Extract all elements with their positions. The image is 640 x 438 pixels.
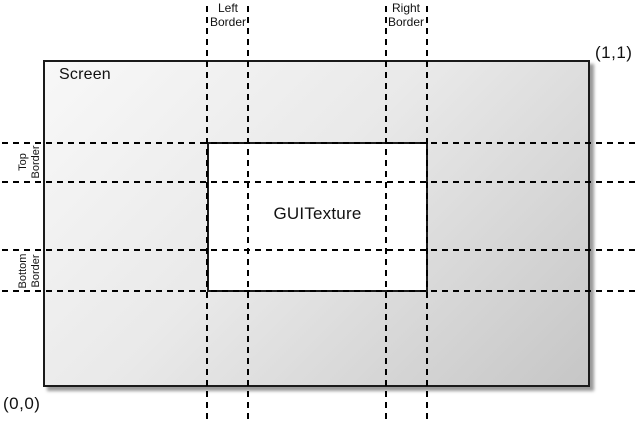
- topright-coordinate-label: (1,1): [595, 43, 633, 62]
- screen-label: Screen: [59, 66, 111, 83]
- bottom-border-line-outer: [2, 290, 638, 292]
- left-border-label-line1: Left: [217, 1, 238, 15]
- right-border-label: Right Border: [366, 1, 446, 29]
- top-border-label-line1: Top: [17, 153, 29, 171]
- origin-coordinate-label: (0,0): [3, 394, 41, 413]
- left-border-label: Left Border: [188, 1, 268, 29]
- left-border-line-inner: [247, 6, 249, 423]
- bottom-border-label: Bottom Border: [17, 248, 43, 294]
- top-border-label: Top Border: [17, 140, 43, 184]
- guitexture-label: GUITexture: [273, 204, 362, 223]
- bottom-border-line-inner: [2, 249, 638, 251]
- left-border-line-outer: [206, 6, 208, 423]
- right-border-label-line1: Right: [391, 1, 420, 15]
- right-border-line-inner: [385, 6, 387, 423]
- left-border-label-line2: Border: [209, 15, 247, 29]
- guitexture-rect: GUITexture: [207, 142, 428, 292]
- top-border-line-outer: [2, 142, 638, 144]
- bottom-border-label-line2: Border: [30, 254, 42, 288]
- right-border-label-line2: Border: [387, 15, 425, 29]
- right-border-line-outer: [426, 6, 428, 423]
- bottom-border-label-line1: Bottom: [17, 253, 29, 289]
- top-border-label-line2: Border: [30, 145, 42, 179]
- top-border-line-inner: [2, 181, 638, 183]
